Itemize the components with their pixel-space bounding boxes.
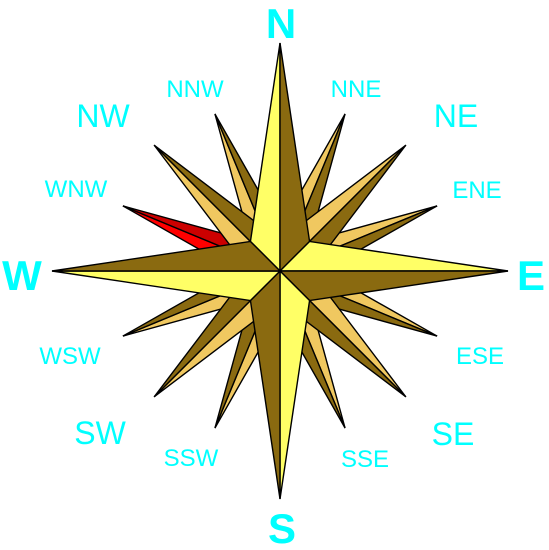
point-face-right: [279, 42, 311, 273]
compass-points: [51, 42, 509, 500]
label-wnw: WNW: [45, 176, 108, 203]
point-face-left: [51, 270, 282, 302]
label-ene: ENE: [452, 177, 501, 204]
point-face-right: [278, 270, 509, 302]
label-ne: NE: [434, 98, 478, 134]
label-e: E: [517, 252, 545, 299]
point-face-left: [279, 269, 311, 500]
label-sw: SW: [74, 415, 126, 451]
label-ssw: SSW: [164, 445, 219, 472]
label-nne: NNE: [331, 76, 382, 103]
label-w: W: [2, 252, 42, 299]
label-sse: SSE: [341, 446, 389, 473]
compass-point-n: [249, 42, 311, 273]
label-se: SE: [432, 416, 475, 452]
point-face-right: [249, 269, 281, 500]
label-wsw: WSW: [39, 343, 101, 370]
label-n: N: [266, 0, 296, 47]
compass-point-w: [51, 240, 282, 302]
label-nw: NW: [76, 98, 130, 134]
label-s: S: [268, 505, 296, 550]
compass-point-e: [278, 240, 509, 302]
point-face-left: [249, 42, 281, 273]
label-nnw: NNW: [166, 76, 224, 103]
point-face-right: [51, 240, 282, 272]
point-face-left: [278, 240, 509, 272]
compass-point-s: [249, 269, 311, 500]
label-ese: ESE: [456, 343, 504, 370]
